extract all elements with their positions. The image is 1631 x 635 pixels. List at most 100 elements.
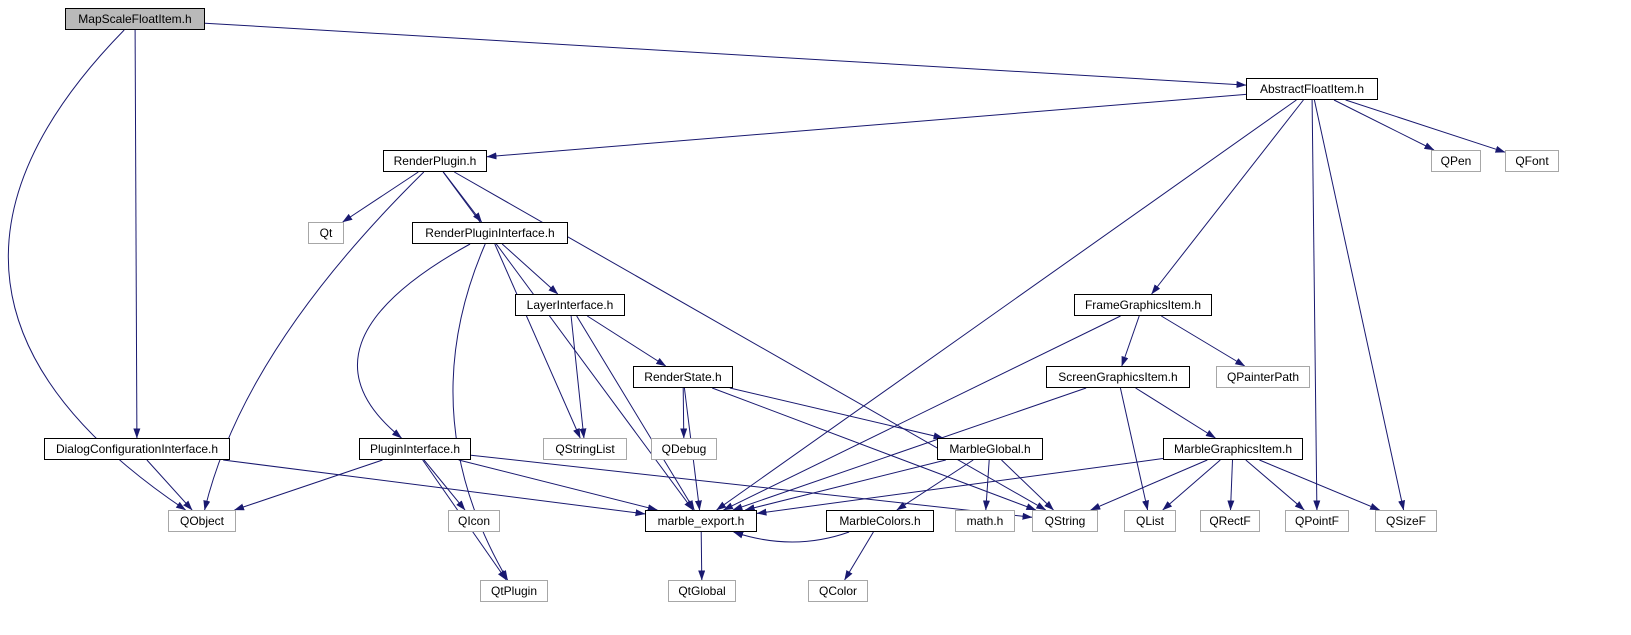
graph-node-qobject: QObject	[168, 510, 236, 532]
edge-plugininterface-qstring	[470, 454, 1033, 520]
node-label: MarbleGlobal.h	[949, 442, 1031, 456]
graph-node-qfont: QFont	[1505, 150, 1559, 172]
graph-node-mapscale: MapScaleFloatItem.h	[65, 8, 205, 30]
edge-renderpluginintf-qtplugin	[452, 243, 509, 581]
edge-marbleglobal-marbleexport	[744, 459, 946, 512]
edge-renderpluginintf-qstringlist	[494, 243, 581, 439]
edge-marbleexport-qtglobal	[698, 531, 706, 581]
graph-node-qcolor: QColor	[808, 580, 868, 602]
graph-node-qicon: QIcon	[448, 510, 500, 532]
graph-node-qstring: QString	[1032, 510, 1098, 532]
edge-renderplugin-qobject	[203, 171, 425, 511]
node-label: MarbleGraphicsItem.h	[1173, 442, 1293, 456]
graph-node-framegraphics[interactable]: FrameGraphicsItem.h	[1074, 294, 1212, 316]
edge-dialogconfig-qobject	[146, 459, 193, 511]
graph-node-mathh: math.h	[955, 510, 1015, 532]
node-label: QPainterPath	[1226, 370, 1300, 384]
node-label: MapScaleFloatItem.h	[78, 12, 192, 26]
graph-node-qtplugin: QtPlugin	[480, 580, 548, 602]
edge-layerinterface-renderstate	[587, 315, 667, 367]
node-label: QDebug	[661, 442, 707, 456]
node-label: RenderPlugin.h	[393, 154, 477, 168]
edge-renderstate-qdebug	[680, 387, 688, 439]
edge-screengraphics-marblegraphics	[1135, 387, 1216, 439]
edge-abstractfloat-framegraphics	[1151, 99, 1304, 295]
graph-node-renderpluginintf[interactable]: RenderPluginInterface.h	[412, 222, 568, 244]
edge-marblegraphics-qlist	[1162, 459, 1221, 511]
edge-plugininterface-marbleexport	[458, 459, 658, 512]
graph-node-marblegraphics[interactable]: MarbleGraphicsItem.h	[1163, 438, 1303, 460]
graph-node-qrectf: QRectF	[1200, 510, 1260, 532]
edge-renderpluginintf-layerinterface	[501, 243, 559, 295]
edge-renderplugin-qt	[342, 171, 419, 223]
graph-node-marblecolors[interactable]: MarbleColors.h	[826, 510, 934, 532]
node-label: math.h	[966, 514, 1004, 528]
graph-node-marbleexport[interactable]: marble_export.h	[645, 510, 757, 532]
node-label: QObject	[179, 514, 224, 528]
node-label: Qt	[319, 226, 333, 240]
node-label: FrameGraphicsItem.h	[1084, 298, 1202, 312]
edge-marblecolors-marbleexport	[733, 531, 850, 543]
edge-framegraphics-qpainterpath	[1161, 315, 1246, 367]
edge-renderstate-marbleglobal	[729, 387, 944, 440]
node-label: QRectF	[1209, 514, 1251, 528]
edge-screengraphics-marbleexport	[732, 387, 1087, 511]
edge-plugininterface-qicon	[423, 459, 466, 511]
node-label: QtGlobal	[678, 584, 726, 598]
graph-node-renderplugin[interactable]: RenderPlugin.h	[383, 150, 487, 172]
edge-marblegraphics-qrectf	[1227, 459, 1235, 511]
node-label: QStringList	[555, 442, 615, 456]
graph-node-qpointf: QPointF	[1285, 510, 1349, 532]
graph-node-layerinterface[interactable]: LayerInterface.h	[515, 294, 625, 316]
graph-node-qstringlist: QStringList	[543, 438, 627, 460]
node-label: PluginInterface.h	[369, 442, 461, 456]
node-label: AbstractFloatItem.h	[1259, 82, 1365, 96]
node-label: QColor	[818, 584, 857, 598]
node-label: marble_export.h	[657, 514, 745, 528]
graph-node-screengraphics[interactable]: ScreenGraphicsItem.h	[1046, 366, 1190, 388]
edge-abstractfloat-renderplugin	[486, 93, 1247, 160]
graph-node-qsizef: QSizeF	[1375, 510, 1437, 532]
edge-marbleglobal-mathh	[982, 459, 990, 511]
edge-mapscale-dialogconfig	[133, 29, 141, 439]
edge-abstractfloat-qpointf	[1311, 99, 1321, 511]
node-label: QSizeF	[1385, 514, 1426, 528]
graph-node-qt: Qt	[308, 222, 344, 244]
graph-node-qtglobal: QtGlobal	[668, 580, 736, 602]
edge-layerinterface-qstringlist	[570, 315, 587, 439]
graph-node-qpainterpath: QPainterPath	[1216, 366, 1310, 388]
node-label: DialogConfigurationInterface.h	[55, 442, 219, 456]
edge-marbleglobal-qstring	[1001, 459, 1054, 511]
edge-abstractfloat-qsizef	[1313, 99, 1406, 511]
edge-screengraphics-qlist	[1119, 387, 1149, 511]
edge-abstractfloat-qfont	[1345, 99, 1506, 153]
node-label: QPointF	[1294, 514, 1339, 528]
graph-node-abstractfloat[interactable]: AbstractFloatItem.h	[1246, 78, 1378, 100]
node-label: QFont	[1515, 154, 1549, 168]
node-label: QtPlugin	[490, 584, 538, 598]
edge-abstractfloat-marbleexport	[716, 99, 1297, 511]
node-label: RenderState.h	[644, 370, 722, 384]
graph-node-dialogconfig[interactable]: DialogConfigurationInterface.h	[44, 438, 230, 460]
edge-mapscale-abstractfloat	[204, 22, 1247, 89]
graph-node-marbleglobal[interactable]: MarbleGlobal.h	[937, 438, 1043, 460]
node-label: RenderPluginInterface.h	[425, 226, 555, 240]
edge-abstractfloat-qpen	[1333, 99, 1435, 151]
node-label: ScreenGraphicsItem.h	[1058, 370, 1178, 384]
graph-node-qpen: QPen	[1431, 150, 1481, 172]
edge-marblegraphics-qpointf	[1245, 459, 1305, 511]
edge-marblecolors-qcolor	[844, 531, 874, 581]
edge-marblegraphics-qstring	[1090, 459, 1208, 511]
edge-renderstate-qstring	[712, 387, 1037, 511]
edge-framegraphics-screengraphics	[1121, 315, 1140, 367]
node-label: LayerInterface.h	[526, 298, 614, 312]
edge-renderpluginintf-plugininterface	[356, 243, 471, 439]
graph-node-qdebug: QDebug	[651, 438, 717, 460]
node-label: QPen	[1440, 154, 1472, 168]
graph-node-plugininterface[interactable]: PluginInterface.h	[359, 438, 471, 460]
edge-marblegraphics-qsizef	[1259, 459, 1381, 511]
node-label: MarbleColors.h	[839, 514, 921, 528]
graph-node-renderstate[interactable]: RenderState.h	[633, 366, 733, 388]
